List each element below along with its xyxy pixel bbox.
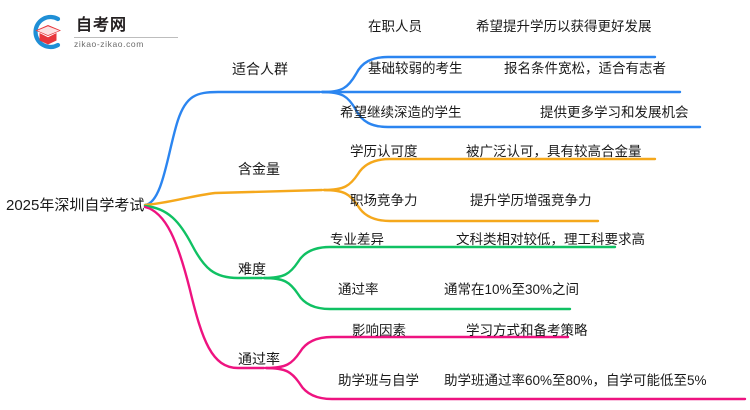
child-node-b3-c1[interactable]: 专业差异 <box>330 232 384 247</box>
link-branch-4-child-1 <box>264 335 570 370</box>
logo-en-text: zikao-zikao.com <box>74 39 144 50</box>
child-node-b1-c2[interactable]: 基础较弱的考生 <box>368 61 463 76</box>
logo-mark-icon <box>28 12 68 52</box>
child-node-b2-c2[interactable]: 职场竞争力 <box>350 193 418 208</box>
link-branch-2-child-1 <box>322 157 657 192</box>
child-node-b4-c2[interactable]: 助学班与自学 <box>338 373 419 388</box>
mindmap-root-node[interactable]: 2025年深圳自学考试 <box>6 197 145 214</box>
site-logo[interactable]: 自考网 zikao-zikao.com <box>28 11 188 53</box>
child-node-b1-c3[interactable]: 希望继续深造的学生 <box>340 105 462 120</box>
detail-node-b3-c1[interactable]: 文科类相对较低，理工科要求高 <box>456 232 645 247</box>
branch-node-pass-rate[interactable]: 通过率 <box>238 351 280 367</box>
link-root-to-branch-4 <box>143 205 266 370</box>
detail-node-b2-c1[interactable]: 被广泛认可，具有较高合金量 <box>466 144 642 159</box>
branch-node-difficulty[interactable]: 难度 <box>238 261 266 277</box>
branch-node-suitable-people[interactable]: 适合人群 <box>232 61 288 77</box>
child-node-b2-c1[interactable]: 学历认可度 <box>350 144 418 159</box>
detail-node-b4-c2[interactable]: 助学班通过率60%至80%，自学可能低至5% <box>444 373 707 388</box>
logo-text-block: 自考网 zikao-zikao.com <box>74 15 178 50</box>
detail-node-b3-c2[interactable]: 通常在10%至30%之间 <box>444 282 580 297</box>
link-branch-3-child-1 <box>262 245 617 280</box>
child-node-b3-c2[interactable]: 通过率 <box>338 282 379 297</box>
link-root-to-branch-2 <box>143 188 324 207</box>
logo-divider <box>74 37 178 39</box>
detail-node-b1-c1[interactable]: 希望提升学历以获得更好发展 <box>476 19 652 34</box>
child-node-b4-c1[interactable]: 影响因素 <box>352 323 406 338</box>
detail-node-b1-c2[interactable]: 报名条件宽松，适合有志者 <box>504 61 666 76</box>
branch-node-gold-content[interactable]: 含金量 <box>238 161 280 177</box>
detail-node-b1-c3[interactable]: 提供更多学习和发展机会 <box>540 105 689 120</box>
logo-cn-text: 自考网 <box>76 16 128 34</box>
detail-node-b2-c2[interactable]: 提升学历增强竞争力 <box>470 193 592 208</box>
detail-node-b4-c1[interactable]: 学习方式和备考策略 <box>466 323 588 338</box>
link-root-to-branch-1 <box>143 90 322 207</box>
logo-graduation-cap-icon <box>33 14 61 50</box>
child-node-b1-c1[interactable]: 在职人员 <box>368 19 422 34</box>
